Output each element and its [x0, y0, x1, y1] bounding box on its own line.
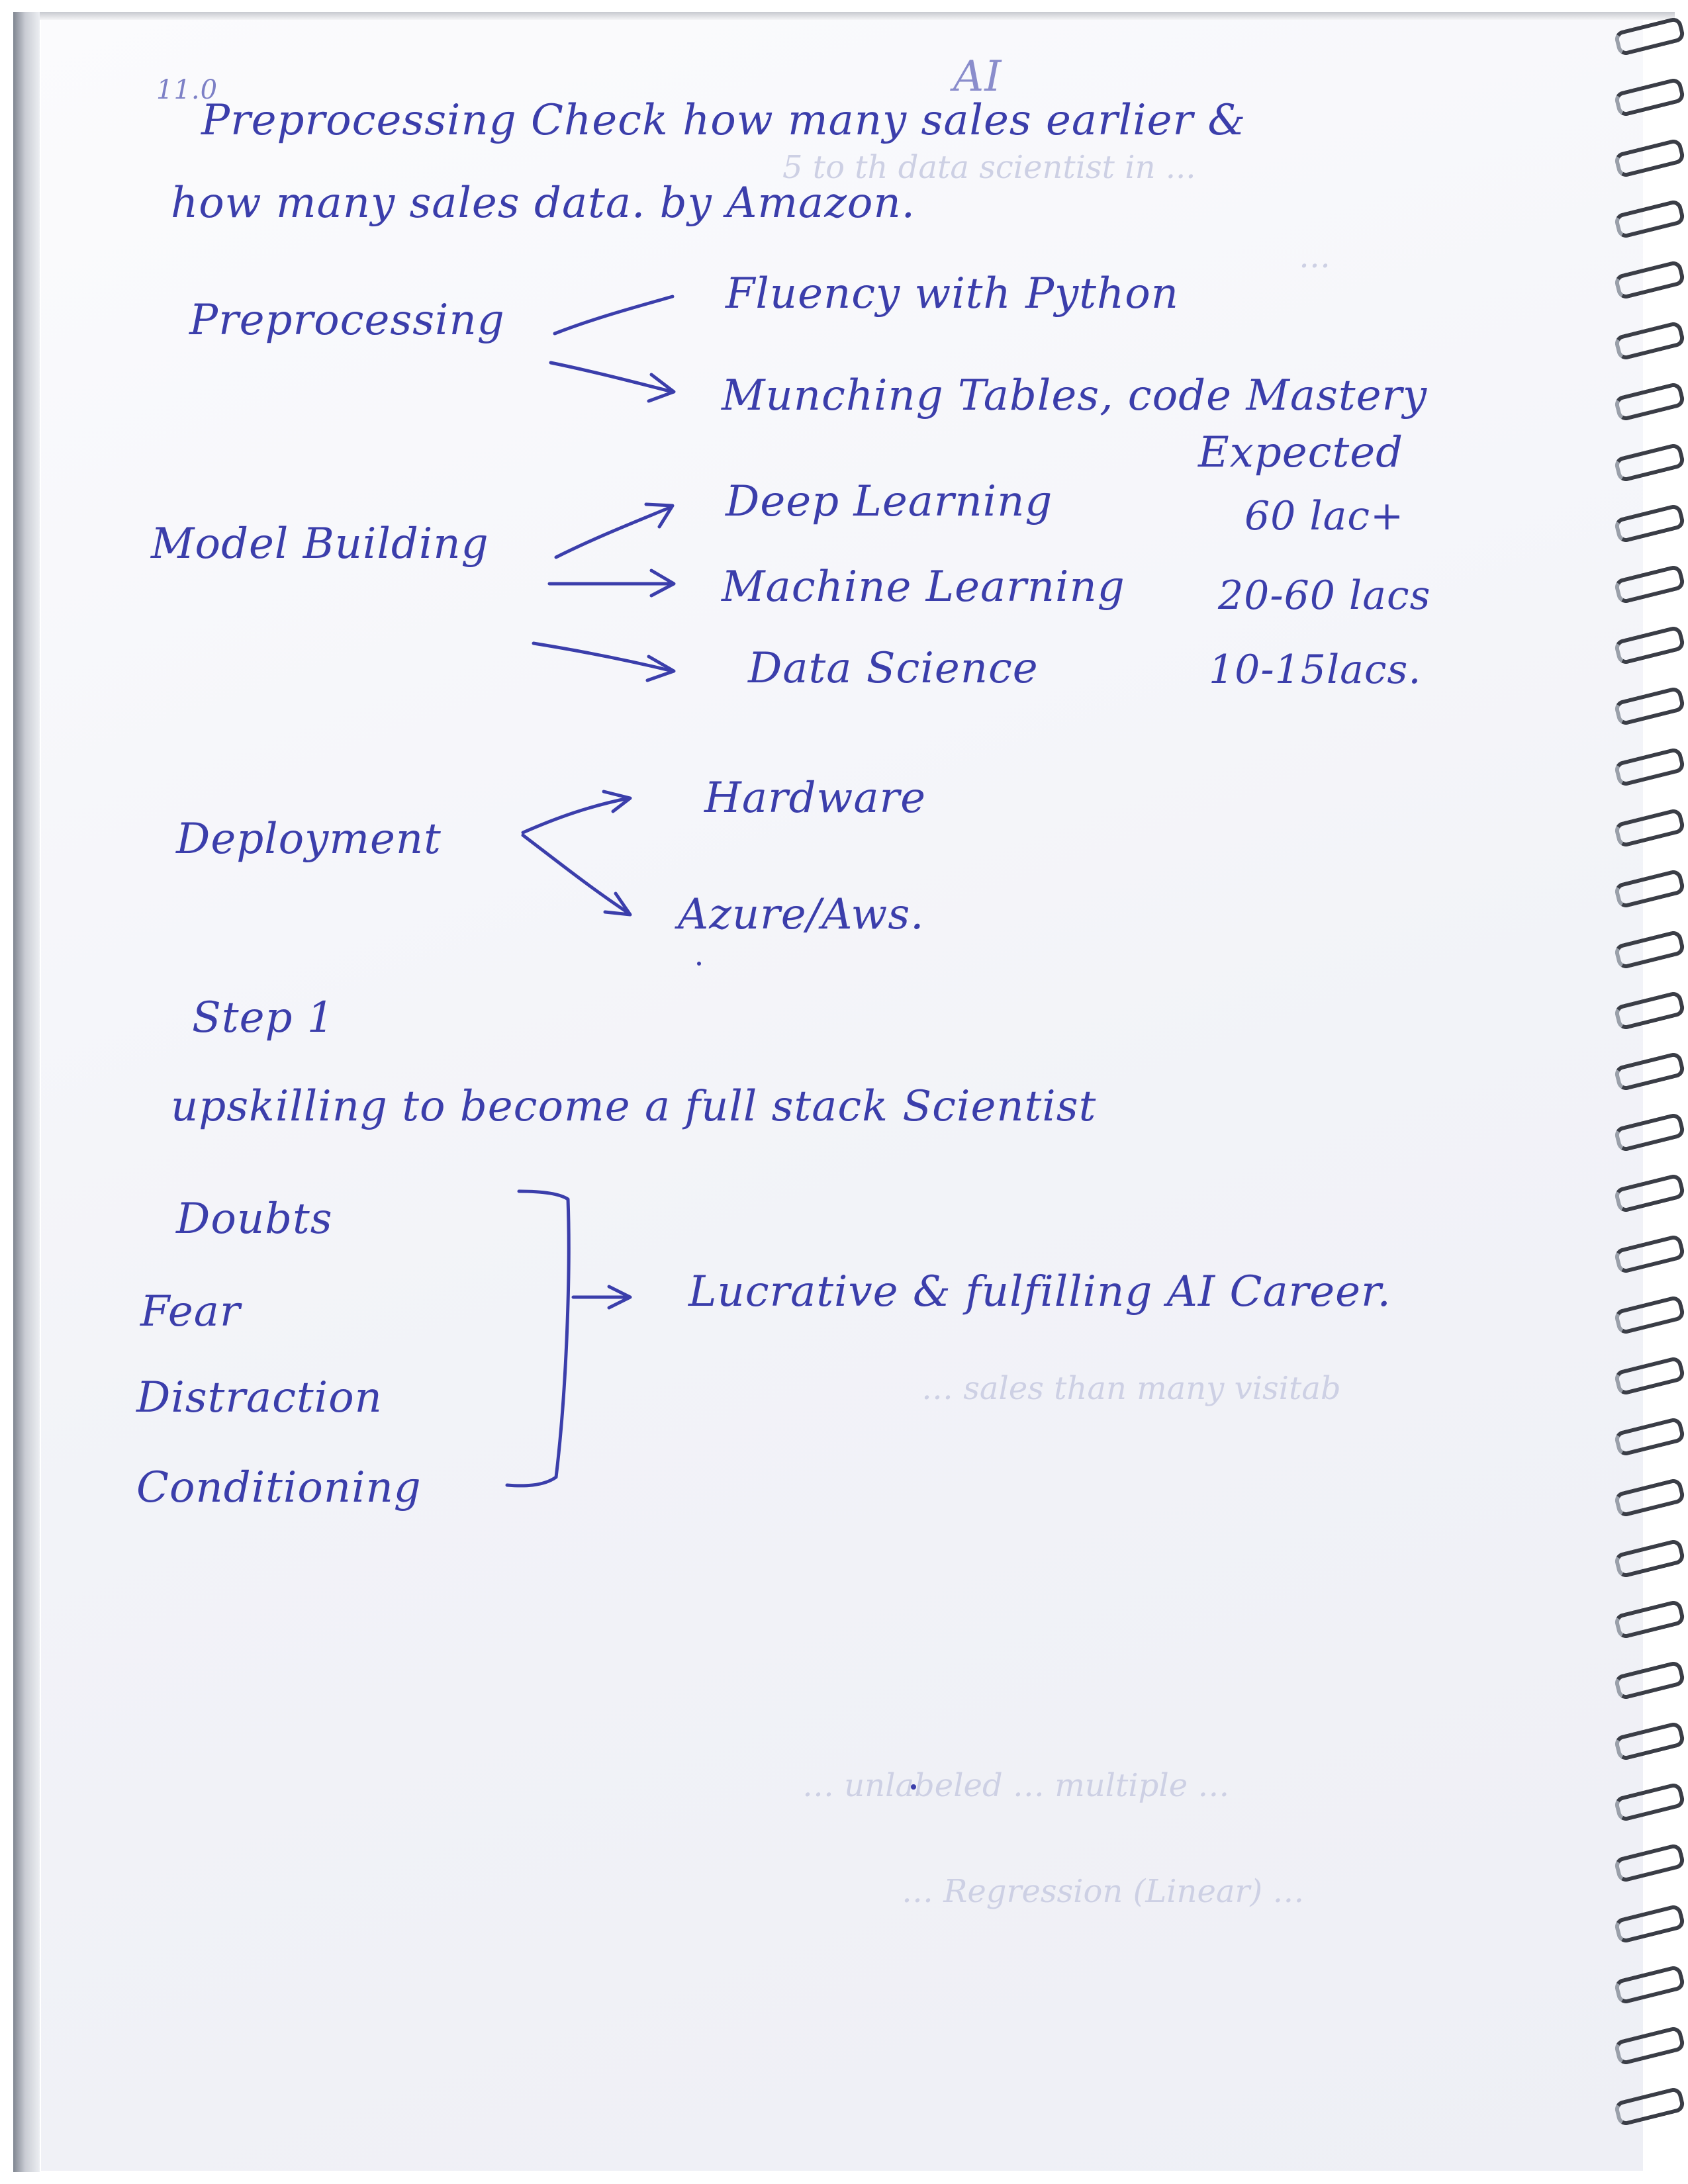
branch-machine-learning: Machine Learning — [722, 563, 1125, 612]
ink-dot — [911, 1784, 916, 1790]
branch-data-science: Data Science — [748, 644, 1039, 693]
binding-coil — [1613, 2025, 1687, 2067]
barrier-distraction: Distraction — [136, 1373, 383, 1422]
show-through-text: … — [1299, 238, 1331, 275]
branch-azure-aws: Azure/Aws. — [678, 890, 925, 939]
section-label-deployment: Deployment — [176, 815, 442, 864]
intro-line-2: how many sales data. by Amazon. — [171, 179, 915, 228]
binding-coil — [1613, 1172, 1687, 1214]
branch-munching-tables: Munching Tables, code Mastery — [722, 371, 1428, 420]
branch-fluency-python: Fluency with Python — [726, 269, 1179, 318]
binding-coil — [1613, 1903, 1687, 1945]
notebook-page: 5 to th data scientist in ... … … sales … — [41, 20, 1643, 2171]
binding-coil — [1613, 76, 1687, 118]
section-label-model-building: Model Building — [151, 520, 489, 569]
bracket-barriers — [505, 1189, 571, 1488]
binding-coil — [1613, 1659, 1687, 1702]
show-through-text: … Regression (Linear) … — [902, 1873, 1305, 1910]
binding-coil — [1613, 929, 1687, 971]
arrow-preprocessing-munching — [549, 361, 675, 394]
binding-coil — [1613, 137, 1687, 179]
step-heading: Step 1 — [192, 993, 335, 1042]
binding-coil — [1613, 868, 1687, 910]
arrowhead-deep — [644, 502, 675, 529]
barrier-fear: Fear — [140, 1287, 241, 1336]
binding-coil — [1613, 198, 1687, 240]
show-through-text: 5 to th data scientist in ... — [782, 149, 1196, 186]
arrow-deploy-azure — [521, 833, 631, 915]
binding-coil — [1613, 1537, 1687, 1580]
expected-value-data-science: 10-15lacs. — [1209, 647, 1422, 693]
upskilling-line: upskilling to become a full stack Scient… — [171, 1082, 1097, 1131]
arrowhead-datascience — [645, 655, 676, 682]
binding-coil — [1613, 1477, 1687, 1519]
binding-coil — [1613, 1964, 1687, 2006]
binding-coil — [1613, 1720, 1687, 1762]
ink-dot — [697, 962, 701, 966]
binding-coil — [1613, 563, 1687, 606]
scanner-dark-edge — [13, 12, 40, 2172]
arrow-model-datascience — [532, 641, 675, 673]
arrowhead-outcome — [607, 1285, 632, 1310]
expected-header: Expected — [1198, 428, 1404, 477]
binding-coil — [1613, 746, 1687, 788]
barrier-conditioning: Conditioning — [136, 1463, 422, 1512]
binding-coil — [1613, 259, 1687, 301]
outcome-ai-career: Lucrative & fulfilling AI Career. — [688, 1267, 1391, 1316]
binding-coil — [1613, 381, 1687, 423]
show-through-text: … unlabeled … multiple … — [802, 1767, 1230, 1804]
binding-coil — [1613, 15, 1687, 58]
binding-coil — [1613, 1842, 1687, 1884]
barrier-doubts: Doubts — [176, 1195, 333, 1244]
arrow-preprocessing-fluency — [553, 295, 675, 336]
binding-coil — [1613, 441, 1687, 484]
binding-coil — [1613, 502, 1687, 545]
binding-coil — [1613, 1111, 1687, 1154]
expected-value-deep-learning: 60 lac+ — [1244, 493, 1405, 539]
binding-coil — [1613, 2085, 1687, 2128]
binding-coil — [1613, 1416, 1687, 1458]
binding-coil — [1613, 1233, 1687, 1275]
spiral-binding — [1601, 0, 1688, 2184]
binding-coil — [1613, 320, 1687, 362]
binding-coil — [1613, 989, 1687, 1032]
expected-value-machine-learning: 20-60 lacs — [1218, 572, 1431, 619]
binding-coil — [1613, 685, 1687, 727]
branch-deep-learning: Deep Learning — [726, 477, 1053, 526]
binding-coil — [1613, 1781, 1687, 1823]
arrow-model-deep — [554, 505, 673, 559]
arrowhead-munching — [647, 373, 676, 403]
margin-mark-number: 11.0 — [156, 75, 218, 105]
arrowhead-azure — [603, 891, 632, 917]
show-through-text: … sales than many visitab — [921, 1370, 1341, 1407]
binding-coil — [1613, 1598, 1687, 1641]
binding-coil — [1613, 1355, 1687, 1397]
section-label-preprocessing: Preprocessing — [189, 296, 505, 345]
arrowhead-machine — [649, 569, 676, 598]
binding-coil — [1613, 1050, 1687, 1093]
binding-coil — [1613, 807, 1687, 849]
arrowhead-hardware — [602, 790, 632, 813]
arrow-deploy-hardware — [521, 796, 631, 835]
binding-coil — [1613, 1294, 1687, 1336]
intro-line-1: Preprocessing Check how many sales earli… — [201, 96, 1246, 145]
binding-coil — [1613, 624, 1687, 666]
page-top-edge — [40, 12, 1675, 20]
margin-mark-ai: AI — [953, 52, 1002, 101]
branch-hardware: Hardware — [704, 774, 926, 823]
